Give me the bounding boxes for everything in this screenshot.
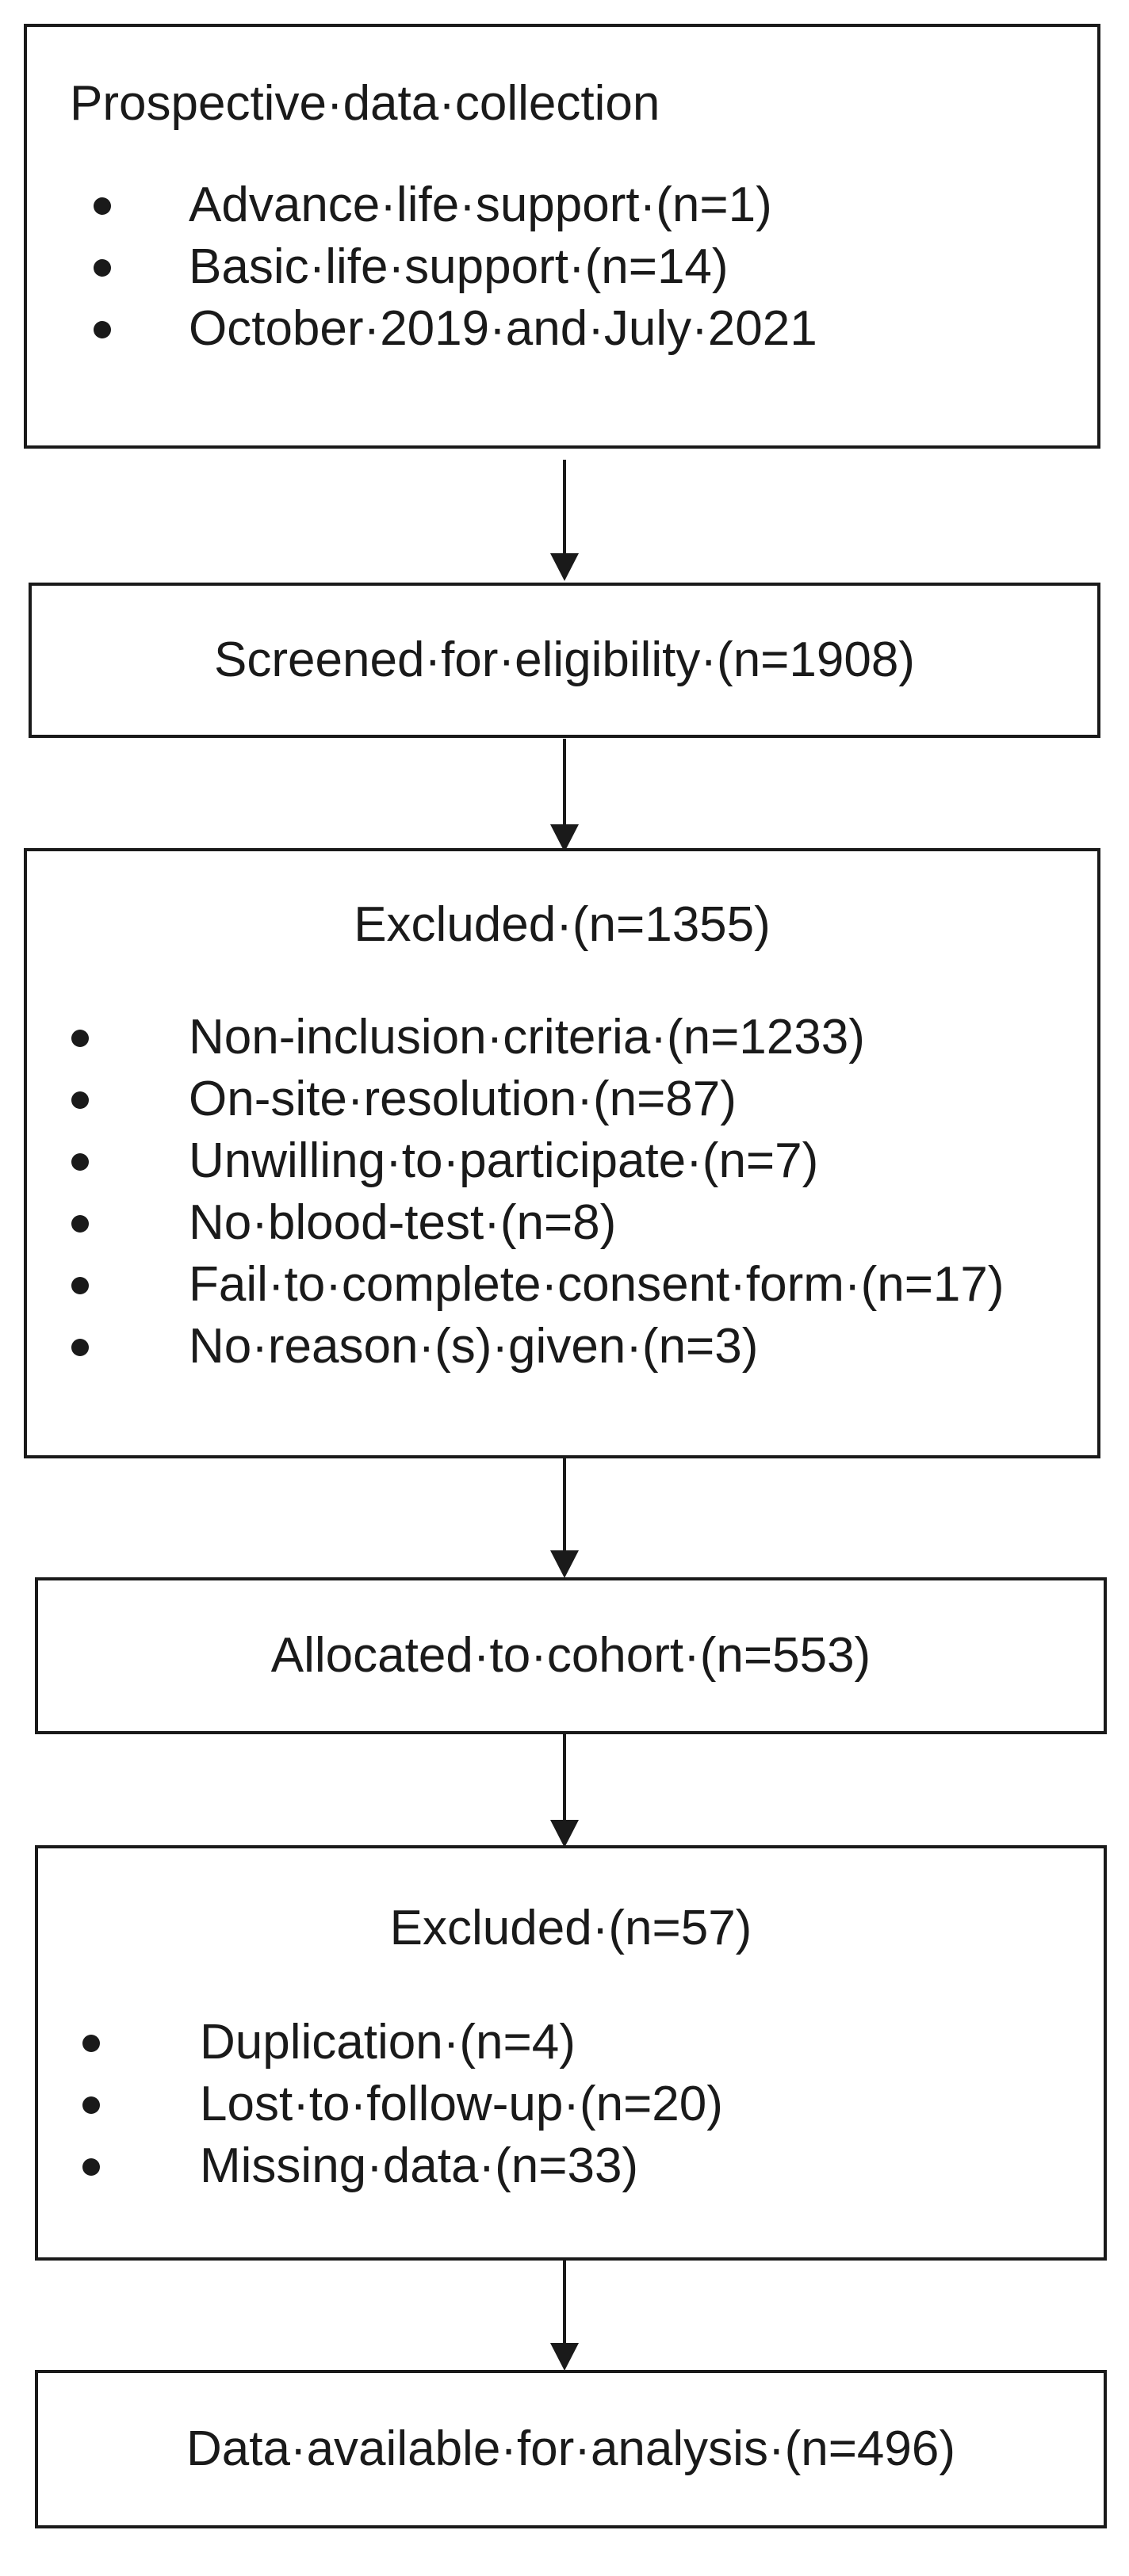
bullet-icon	[94, 259, 111, 277]
bullet-list: Duplication·(n=4) Lost·to·follow-up·(n=2…	[38, 2012, 1104, 2197]
box-prospective-data-collection: Prospective·data·collection Advance·life…	[24, 24, 1100, 449]
list-item: Advance·life·support·(n=1)	[94, 174, 1097, 236]
box-title: Allocated·to·cohort·(n=553)	[270, 1627, 871, 1683]
list-item: Missing·data·(n=33)	[82, 2135, 1104, 2197]
bullet-list: Advance·life·support·(n=1) Basic·life·su…	[70, 174, 1097, 360]
box-title: Data·available·for·analysis·(n=496)	[186, 2421, 956, 2476]
bullet-icon	[82, 2035, 100, 2053]
bullet-icon	[71, 1215, 89, 1233]
list-item: Lost·to·follow-up·(n=20)	[82, 2073, 1104, 2135]
box-title: Screened·for·eligibility·(n=1908)	[214, 632, 915, 687]
box-data-available-for-analysis: Data·available·for·analysis·(n=496)	[35, 2370, 1107, 2528]
bullet-icon	[82, 2158, 100, 2177]
box-excluded-cohort: Excluded·(n=57) Duplication·(n=4) Lost·t…	[35, 1845, 1107, 2261]
arrowhead-5	[550, 2343, 579, 2371]
box-title: Prospective·data·collection	[70, 76, 660, 131]
arrowhead-3	[550, 1550, 579, 1578]
list-item: October·2019·and·July·2021	[94, 298, 1097, 360]
list-item: No·reason·(s)·given·(n=3)	[71, 1316, 1097, 1378]
arrow-3	[550, 1458, 579, 1578]
arrowhead-4	[550, 1820, 579, 1848]
list-item: Unwilling·to·participate·(n=7)	[71, 1130, 1097, 1192]
box-title: Excluded·(n=1355)	[354, 897, 771, 952]
list-item: Basic·life·support·(n=14)	[94, 236, 1097, 298]
arrowhead-1	[550, 553, 579, 581]
box-screened-for-eligibility: Screened·for·eligibility·(n=1908)	[29, 583, 1100, 738]
bullet-list: Non-inclusion·criteria·(n=1233) On-site·…	[27, 1007, 1097, 1378]
arrow-2	[550, 739, 579, 852]
bullet-icon	[71, 1277, 89, 1295]
bullet-icon	[71, 1153, 89, 1171]
bullet-icon	[71, 1030, 89, 1048]
list-item: Duplication·(n=4)	[82, 2012, 1104, 2073]
list-item: Fail·to·complete·consent·form·(n=17)	[71, 1254, 1097, 1316]
list-item: No·blood-test·(n=8)	[71, 1192, 1097, 1254]
bullet-icon	[94, 197, 111, 216]
box-allocated-to-cohort: Allocated·to·cohort·(n=553)	[35, 1577, 1107, 1734]
arrow-4	[550, 1734, 579, 1848]
bullet-icon	[94, 321, 111, 339]
arrow-5	[550, 2261, 579, 2371]
arrow-1	[550, 460, 579, 581]
box-excluded-screening: Excluded·(n=1355) Non-inclusion·criteria…	[24, 848, 1100, 1458]
list-item: On-site·resolution·(n=87)	[71, 1068, 1097, 1130]
box-title: Excluded·(n=57)	[389, 1901, 752, 1955]
bullet-icon	[82, 2096, 100, 2115]
bullet-icon	[71, 1091, 89, 1110]
list-item: Non-inclusion·criteria·(n=1233)	[71, 1007, 1097, 1068]
bullet-icon	[71, 1339, 89, 1357]
